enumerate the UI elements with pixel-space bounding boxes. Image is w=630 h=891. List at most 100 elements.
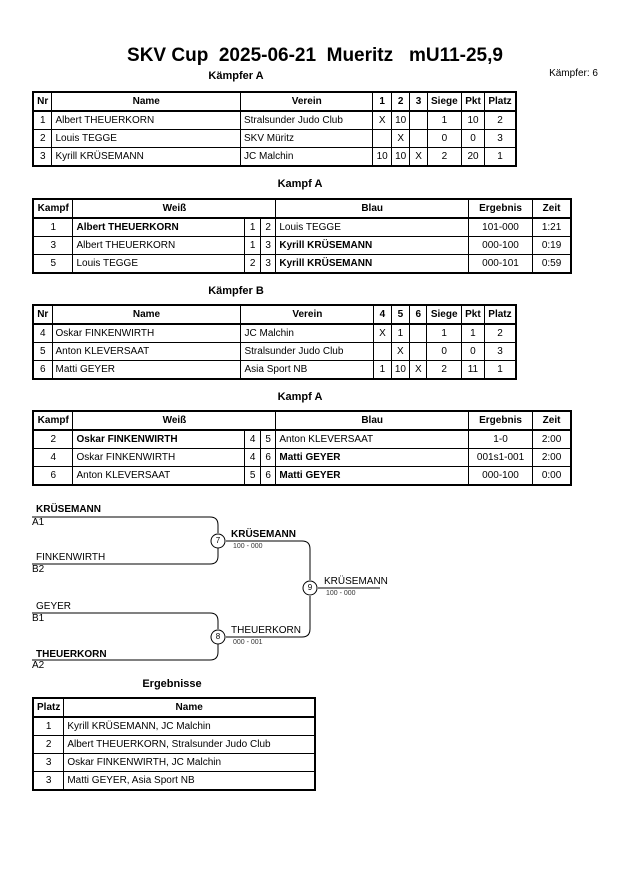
cell-blau-nr: 6	[259, 448, 277, 467]
col-r3: 6	[409, 304, 428, 325]
page-title: SKV Cup 2025-06-21 Mueritz mU11-25,9	[127, 45, 503, 66]
table-row: 1 Albert THEUERKORN Stralsunder Judo Clu…	[32, 110, 517, 130]
cell-r1	[372, 129, 392, 148]
cell-siege: 2	[426, 147, 463, 167]
fight-score: 000 - 001	[233, 639, 263, 646]
fight-score: 100 - 000	[326, 590, 356, 597]
results-title: Ergebnisse	[142, 678, 202, 690]
cell-zeit: 0:00	[532, 466, 572, 486]
fights-a-table: Kampf Weiß Blau Ergebnis Zeit 1 Albert T…	[32, 198, 572, 274]
col-nr: Nr	[32, 304, 53, 325]
col-r3: 3	[409, 91, 428, 112]
fight-winner: THEUERKORN	[231, 625, 302, 636]
col-nr: Nr	[32, 91, 53, 112]
table-row: 3 Matti GEYER, Asia Sport NB	[32, 771, 316, 791]
col-name: Name	[51, 304, 242, 325]
table-row: 3 Kyrill KRÜSEMANN JC Malchin 10 10 X 2 …	[32, 147, 517, 167]
table-row: 5 Louis TEGGE 2 3 Kyrill KRÜSEMANN 000-1…	[32, 254, 572, 274]
cell-nr: 6	[32, 360, 53, 380]
fights-b-title: Kampf A	[277, 391, 323, 403]
cell-pkt: 0	[460, 342, 485, 361]
cell-nr: 5	[32, 342, 53, 361]
col-weiss: Weiß	[72, 198, 277, 219]
group-a-table: Nr Name Verein 1 2 3 Siege Pkt Platz 1 A…	[32, 91, 517, 167]
cell-r2: X	[390, 342, 411, 361]
cell-r1	[373, 342, 392, 361]
fight-score: 100 - 000	[233, 543, 263, 550]
col-zeit: Zeit	[532, 410, 572, 431]
results-table: Platz Name 1 Kyrill KRÜSEMANN, JC Malchi…	[32, 697, 316, 791]
cell-platz: 3	[483, 342, 517, 361]
table-row: 2 Oskar FINKENWIRTH 4 5 Anton KLEVERSAAT…	[32, 429, 572, 449]
bracket-entry-pos: A2	[32, 660, 45, 671]
bracket-entry-name: THEUERKORN	[36, 649, 107, 660]
col-r1: 4	[373, 304, 392, 325]
bracket-entry-name: GEYER	[36, 601, 72, 612]
cell-platz: 1	[32, 716, 65, 736]
table-header-row: Kampf Weiß Blau Ergebnis Zeit	[32, 198, 572, 219]
col-r2: 2	[390, 91, 411, 112]
cell-nr: 1	[32, 110, 53, 130]
col-r2: 5	[390, 304, 411, 325]
table-row: 5 Anton KLEVERSAAT Stralsunder Judo Club…	[32, 342, 517, 361]
bracket-entry-pos: B1	[32, 613, 45, 624]
bracket-entry-name: KRÜSEMANN	[36, 504, 101, 515]
table-header-row: Kampf Weiß Blau Ergebnis Zeit	[32, 410, 572, 431]
competitor-count: Kämpfer: 6	[549, 68, 598, 79]
cell-siege: 0	[426, 129, 463, 148]
col-zeit: Zeit	[532, 198, 572, 219]
cell-r2: 10	[390, 147, 411, 167]
table-row: 2 Louis TEGGE SKV Müritz X 0 0 3	[32, 129, 517, 148]
cell-pkt: 11	[460, 360, 485, 380]
cell-verein: Stralsunder Judo Club	[240, 342, 375, 361]
cell-name: Matti GEYER, Asia Sport NB	[63, 771, 316, 791]
fights-b-table: Kampf Weiß Blau Ergebnis Zeit 2 Oskar FI…	[32, 410, 572, 486]
col-siege: Siege	[426, 304, 462, 325]
table-row: 1 Kyrill KRÜSEMANN, JC Malchin	[32, 716, 316, 736]
cell-zeit: 0:59	[532, 254, 572, 274]
cell-kampf: 5	[32, 254, 74, 274]
col-verein: Verein	[240, 304, 375, 325]
table-header-row: Platz Name	[32, 697, 316, 718]
cell-verein: JC Malchin	[239, 147, 374, 167]
fight-winner: KRÜSEMANN	[324, 576, 388, 587]
cell-r2: 10	[390, 360, 411, 380]
col-ergebnis: Ergebnis	[467, 198, 534, 219]
table-row: 3 Albert THEUERKORN 1 3 Kyrill KRÜSEMANN…	[32, 236, 572, 255]
cell-r3	[409, 342, 428, 361]
cell-verein: SKV Müritz	[239, 129, 374, 148]
col-name: Name	[51, 91, 241, 112]
col-name: Name	[63, 697, 316, 718]
fight-number: 8	[215, 632, 221, 641]
col-siege: Siege	[426, 91, 463, 112]
bracket-entry-pos: A1	[32, 517, 45, 528]
table-header-row: Nr Name Verein 4 5 6 Siege Pkt Platz	[32, 304, 517, 325]
cell-blau-nr: 3	[259, 254, 277, 274]
col-platz: Platz	[32, 697, 65, 718]
cell-platz: 1	[483, 360, 517, 380]
group-a-title: Kämpfer A	[208, 70, 264, 82]
cell-name: Matti GEYER	[51, 360, 242, 380]
table-row: 6 Anton KLEVERSAAT 5 6 Matti GEYER 000-1…	[32, 466, 572, 486]
cell-r3: X	[409, 360, 428, 380]
cell-weiss: Louis TEGGE	[72, 254, 246, 274]
cell-name: Albert THEUERKORN, Stralsunder Judo Club	[63, 735, 316, 754]
cell-siege: 2	[426, 360, 462, 380]
group-b-title: Kämpfer B	[208, 285, 264, 297]
col-platz: Platz	[483, 304, 517, 325]
cell-r3: X	[409, 147, 428, 167]
col-pkt: Pkt	[460, 304, 485, 325]
cell-weiss: Oskar FINKENWIRTH	[72, 448, 246, 467]
col-weiss: Weiß	[72, 410, 277, 431]
cell-r3	[409, 129, 428, 148]
col-kampf: Kampf	[32, 410, 74, 431]
fights-a-title: Kampf A	[277, 178, 323, 190]
col-r1: 1	[372, 91, 392, 112]
cell-nr: 3	[32, 147, 53, 167]
cell-r1: 10	[372, 147, 392, 167]
cell-name: Anton KLEVERSAAT	[51, 342, 242, 361]
bracket-entry-name: FINKENWIRTH	[36, 552, 106, 563]
cell-zeit: 2:00	[532, 448, 572, 467]
cell-name: Kyrill KRÜSEMANN, JC Malchin	[63, 716, 316, 736]
